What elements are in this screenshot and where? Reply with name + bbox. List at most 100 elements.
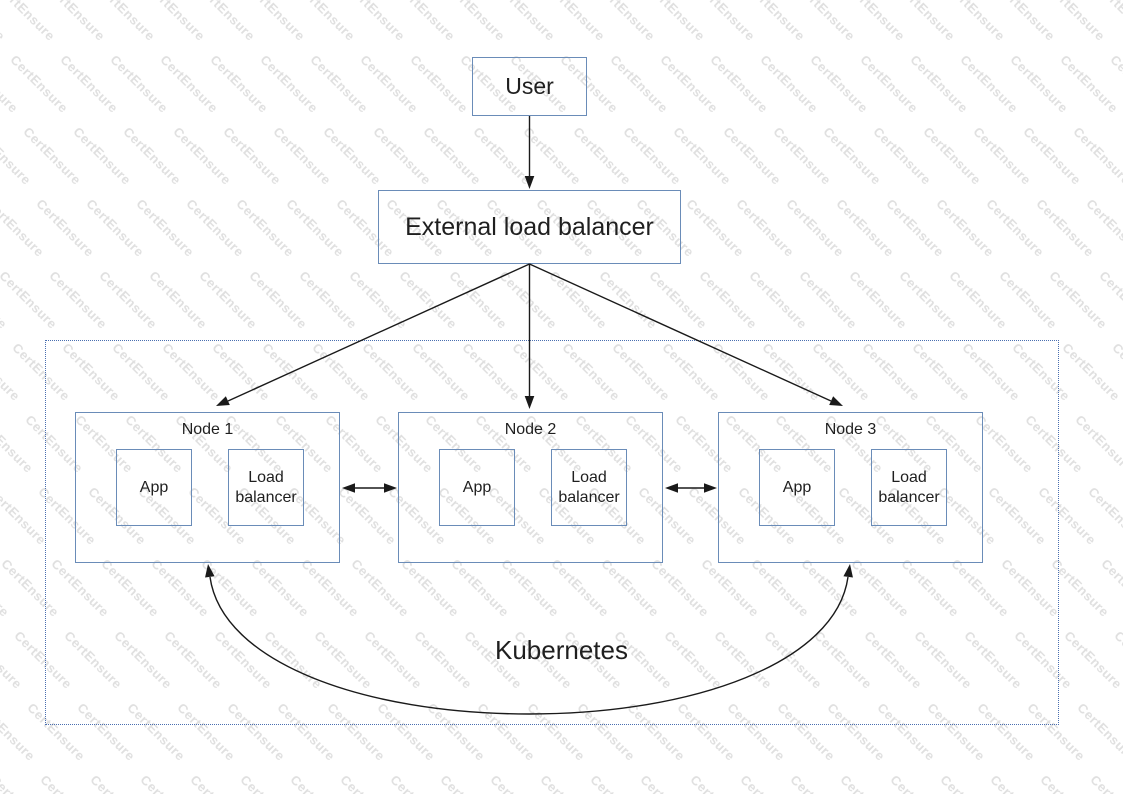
user-box-label: User bbox=[505, 73, 554, 99]
watermark-text: CertEnsure bbox=[920, 124, 985, 188]
watermark-text: CertEnsure bbox=[0, 412, 37, 476]
node-1-app-box: App bbox=[116, 449, 192, 526]
watermark-text: CertEnsure bbox=[170, 124, 235, 188]
watermark-text: CertEnsure bbox=[720, 124, 785, 188]
watermark-text: CertEnsure bbox=[396, 268, 461, 332]
watermark-text: CertEnsure bbox=[907, 52, 972, 116]
watermark-text: CertEnsure bbox=[294, 0, 359, 44]
watermark-text: CertEnsure bbox=[70, 124, 135, 188]
watermark-text: CertEnsure bbox=[1020, 124, 1085, 188]
watermark-text: CertEnsure bbox=[594, 0, 659, 44]
watermark-text: CertEnsure bbox=[783, 196, 848, 260]
watermark-text: CertEnsure bbox=[644, 0, 709, 44]
watermark-text: CertEnsure bbox=[246, 268, 311, 332]
watermark-text: CertEnsure bbox=[283, 196, 348, 260]
node-2-load-balancer-label: Load balancer bbox=[558, 468, 620, 506]
watermark-text: CertEnsure bbox=[120, 124, 185, 188]
watermark-text: CertEnsure bbox=[444, 0, 509, 44]
watermark-text: CertEnsure bbox=[296, 268, 361, 332]
watermark-text: CertEnsure bbox=[244, 0, 309, 44]
watermark-text: CertEnsure bbox=[220, 124, 285, 188]
watermark-text: CertEnsure bbox=[1107, 52, 1123, 116]
watermark-text: CertEnsure bbox=[1098, 556, 1123, 620]
watermark-text: CertEnsure bbox=[0, 268, 61, 332]
watermark-text: CertEnsure bbox=[870, 124, 935, 188]
node-2-app-label: App bbox=[462, 478, 492, 496]
watermark-text: CertEnsure bbox=[346, 268, 411, 332]
watermark-text: CertEnsure bbox=[694, 0, 759, 44]
watermark-text: CertEnsure bbox=[1070, 124, 1123, 188]
watermark-text: CertEnsure bbox=[796, 268, 861, 332]
watermark-text: CertEnsure bbox=[96, 268, 161, 332]
watermark-text: CertEnsure bbox=[470, 124, 535, 188]
watermark-text: CertEnsure bbox=[1083, 196, 1123, 260]
watermark-text: CertEnsure bbox=[320, 124, 385, 188]
watermark-text: CertEnsure bbox=[933, 196, 998, 260]
watermark-text: CertEnsure bbox=[87, 772, 151, 794]
watermark-text: CertEnsure bbox=[1046, 268, 1111, 332]
watermark-text: CertEnsure bbox=[520, 124, 585, 188]
watermark-text: CertEnsure bbox=[737, 772, 801, 794]
watermark-text: CertEnsure bbox=[957, 52, 1022, 116]
watermark-text: CertEnsure bbox=[183, 196, 248, 260]
watermark-text: CertEnsure bbox=[437, 772, 501, 794]
node-2-box: Node 2 App Load balancer bbox=[398, 412, 663, 563]
node-3-app-box: App bbox=[759, 449, 835, 526]
watermark-text: CertEnsure bbox=[0, 0, 59, 44]
watermark-text: CertEnsure bbox=[0, 484, 50, 548]
watermark-text: CertEnsure bbox=[0, 556, 13, 620]
watermark-text: CertEnsure bbox=[607, 52, 672, 116]
watermark-text: CertEnsure bbox=[237, 772, 301, 794]
watermark-text: CertEnsure bbox=[83, 196, 148, 260]
node-2-load-balancer-box: Load balancer bbox=[551, 449, 627, 526]
watermark-text: CertEnsure bbox=[257, 52, 322, 116]
watermark-text: CertEnsure bbox=[233, 196, 298, 260]
watermark-text: CertEnsure bbox=[57, 52, 122, 116]
watermark-text: CertEnsure bbox=[894, 0, 959, 44]
watermark-text: CertEnsure bbox=[207, 52, 272, 116]
watermark-text: CertEnsure bbox=[394, 0, 459, 44]
watermark-text: CertEnsure bbox=[1037, 772, 1101, 794]
watermark-text: CertEnsure bbox=[1087, 772, 1123, 794]
watermark-text: CertEnsure bbox=[1074, 700, 1123, 764]
watermark-text: CertEnsure bbox=[133, 196, 198, 260]
watermark-text: CertEnsure bbox=[0, 0, 9, 44]
watermark-text: CertEnsure bbox=[496, 268, 561, 332]
watermark-text: CertEnsure bbox=[46, 268, 111, 332]
watermark-text: CertEnsure bbox=[857, 52, 922, 116]
external-load-balancer-label: External load balancer bbox=[405, 212, 654, 241]
watermark-text: CertEnsure bbox=[0, 268, 11, 332]
watermark-text: CertEnsure bbox=[887, 772, 951, 794]
node-1-load-balancer-box: Load balancer bbox=[228, 449, 304, 526]
watermark-text: CertEnsure bbox=[983, 196, 1048, 260]
kubernetes-label: Kubernetes bbox=[495, 635, 628, 665]
watermark-text: CertEnsure bbox=[620, 124, 685, 188]
node-3-load-balancer-box: Load balancer bbox=[871, 449, 947, 526]
watermark-text: CertEnsure bbox=[420, 124, 485, 188]
watermark-text: CertEnsure bbox=[1085, 484, 1123, 548]
watermark-text: CertEnsure bbox=[370, 124, 435, 188]
watermark-text: CertEnsure bbox=[307, 52, 372, 116]
watermark-text: CertEnsure bbox=[687, 772, 751, 794]
watermark-text: CertEnsure bbox=[733, 196, 798, 260]
watermark-text: CertEnsure bbox=[770, 124, 835, 188]
node-2-app-box: App bbox=[439, 449, 515, 526]
watermark-text: CertEnsure bbox=[987, 772, 1051, 794]
watermark-text: CertEnsure bbox=[744, 0, 809, 44]
watermark-text: CertEnsure bbox=[787, 772, 851, 794]
watermark-text: CertEnsure bbox=[657, 52, 722, 116]
watermark-text: CertEnsure bbox=[194, 0, 259, 44]
watermark-text: CertEnsure bbox=[970, 124, 1035, 188]
watermark-text: CertEnsure bbox=[670, 124, 735, 188]
watermark-text: CertEnsure bbox=[587, 772, 651, 794]
watermark-text: CertEnsure bbox=[833, 196, 898, 260]
watermark-text: CertEnsure bbox=[1033, 196, 1098, 260]
external-load-balancer-box: External load balancer bbox=[378, 190, 681, 264]
watermark-text: CertEnsure bbox=[946, 268, 1011, 332]
watermark-text: CertEnsure bbox=[7, 52, 72, 116]
watermark-text: CertEnsure bbox=[1059, 340, 1123, 404]
watermark-text: CertEnsure bbox=[646, 268, 711, 332]
watermark-text: CertEnsure bbox=[1044, 0, 1109, 44]
watermark-text: CertEnsure bbox=[196, 268, 261, 332]
watermark-text: CertEnsure bbox=[883, 196, 948, 260]
